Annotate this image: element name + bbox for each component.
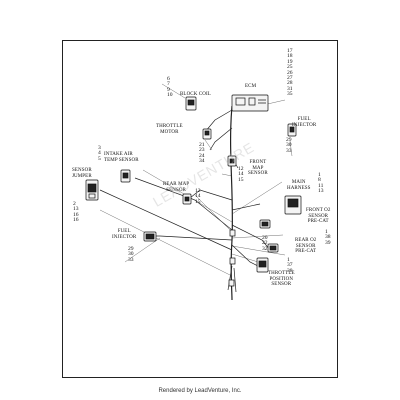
throttle-position-sensor-label: THROTTLE POSITION SENSOR (268, 271, 295, 288)
rear-o2-sensor-label: REAR O2 SENSOR PRE-CAT (295, 238, 317, 255)
fuel-injector-left-label: FUEL INJECTOR (112, 229, 137, 240)
fuel-injector-right-connector (287, 123, 297, 137)
components (85, 94, 302, 287)
tps-connector (256, 257, 269, 273)
ecm-label: ECM (245, 84, 257, 89)
throttle-motor-label: THROTTLE MOTOR (156, 124, 183, 135)
front-map-sensor-label: FRONT MAP SENSOR (248, 160, 268, 177)
intake-air-temp-connector (120, 169, 131, 183)
sensor-jumper-label: SENSOR JUMPER (72, 168, 92, 179)
rear-map-sensor-label: REAR MAP SENSOR (163, 182, 190, 193)
block-coil-label: BLOCK COIL (180, 92, 211, 97)
front-o2-connector (259, 219, 271, 229)
block-coil-connector (185, 96, 197, 111)
throttle-motor-connector (202, 128, 212, 140)
fuel-injector-right-label: FUEL INJECTOR (292, 117, 317, 128)
sensor-jumper-connector (85, 179, 99, 201)
rear-map-sensor-connector (182, 193, 192, 205)
front-map-sensor-connector (227, 155, 237, 167)
intake-air-temp-sensor-label: INTAKE AIR TEMP SENSOR (104, 152, 139, 163)
main-harness-label: MAIN HARNESS (287, 180, 311, 191)
trunk-clips (228, 229, 236, 287)
rear-o2-connector (267, 243, 279, 253)
diagram-frame (62, 40, 338, 378)
front-o2-sensor-label: FRONT O2 SENSOR PRE-CAT (306, 208, 331, 225)
fuel-injector-left-connector (143, 231, 160, 242)
ecm-shape (231, 94, 269, 112)
footer-credit: Rendered by LeadVenture, Inc. (158, 388, 242, 394)
main-harness-connector (284, 195, 302, 215)
